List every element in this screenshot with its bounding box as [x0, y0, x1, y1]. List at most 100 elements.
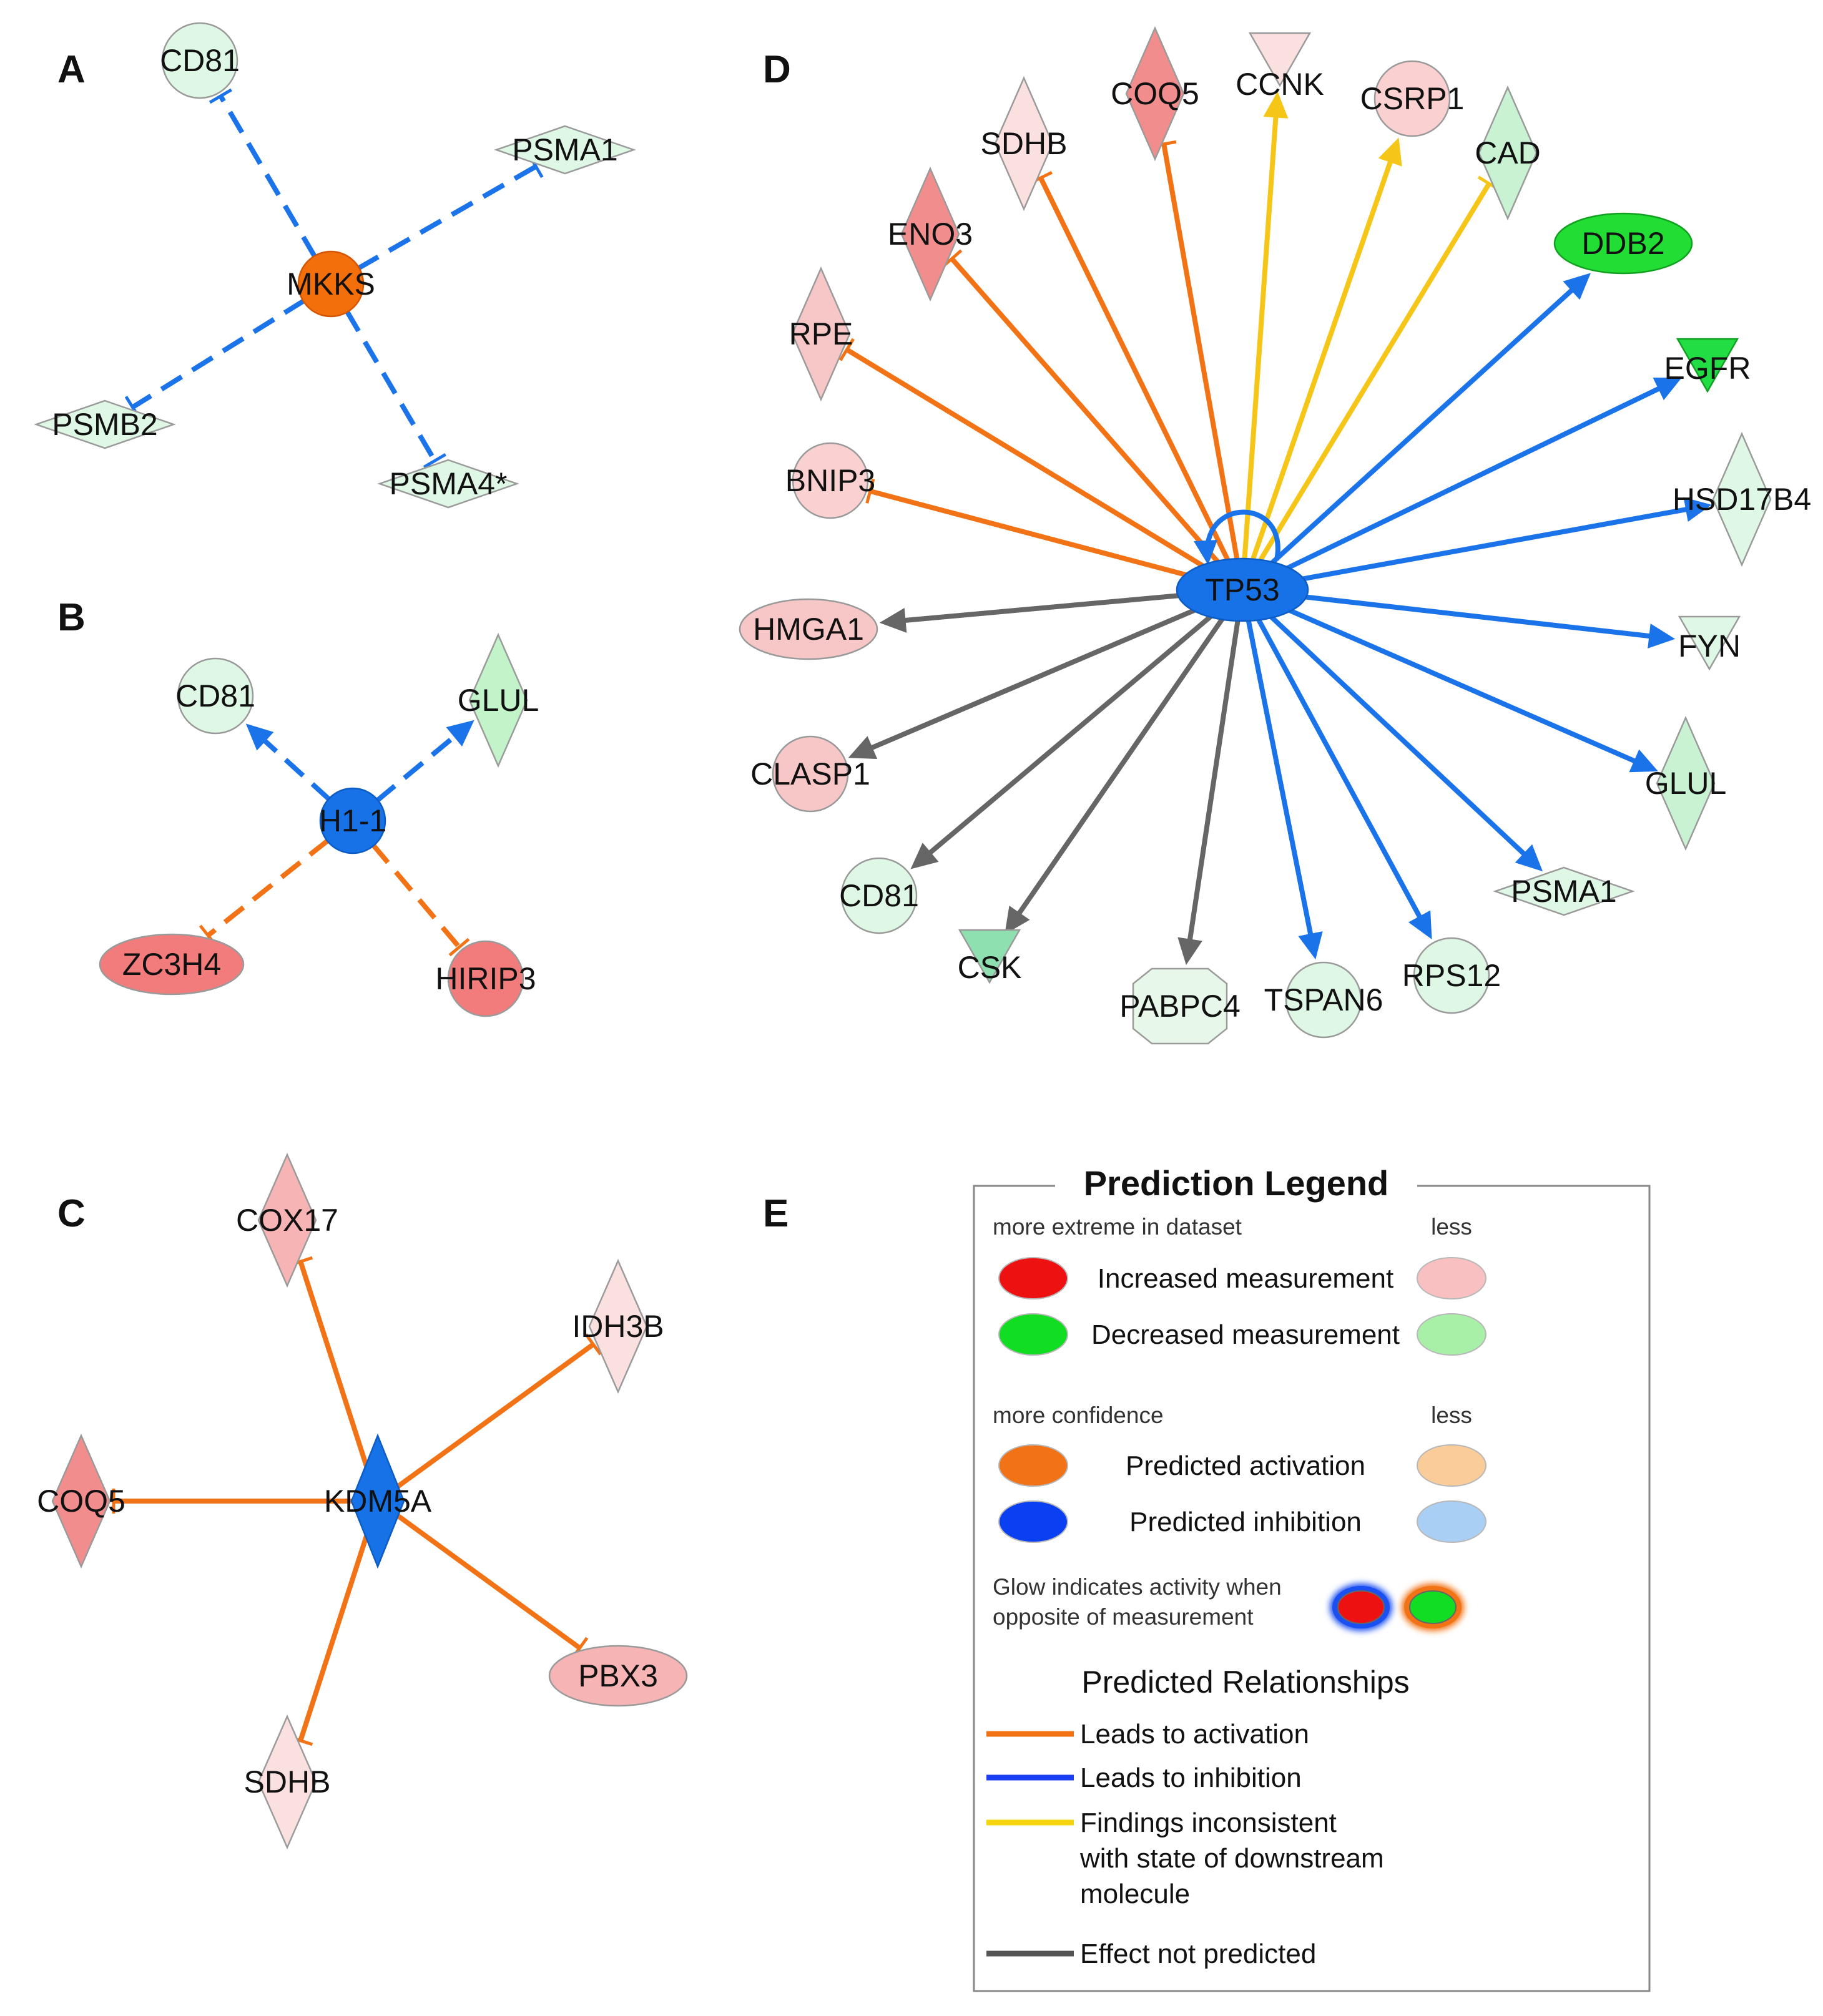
legend-activation-relationship-label: Leads to activation [1080, 1719, 1309, 1749]
legend-inconsistent-label-line2: with state of downstream [1079, 1843, 1384, 1874]
edge-line [1186, 619, 1241, 947]
node-shape-d-hsd17b4 [1712, 431, 1772, 567]
edge-line [395, 1513, 581, 1650]
node-d-hmga1: HMGA1 [739, 598, 878, 660]
node-c-kdm5a: KDM5A [324, 1433, 432, 1569]
self-loop-line [1204, 509, 1280, 560]
edge-arrowhead [245, 723, 274, 751]
edge-line [344, 309, 437, 462]
node-label-b-cd81: CD81 [175, 678, 255, 713]
node-shape-d-ddb2 [1553, 212, 1693, 275]
node-a-psma4: PSMA4* [377, 459, 519, 509]
node-shape-d-coq5 [1125, 26, 1185, 162]
node-label-d-coq5: COQ5 [1111, 76, 1199, 111]
edge-d-tp53-to-cad [1257, 175, 1501, 563]
self-loop-arrowhead [1194, 540, 1217, 565]
edge-inhibition-bar [584, 1333, 602, 1356]
edge-line [131, 298, 307, 409]
node-d-pabpc4: PABPC4 [1119, 967, 1241, 1045]
node-d-csk: CSK [958, 929, 1021, 985]
edge-d-tp53-to-hmga1 [879, 592, 1182, 633]
node-shape-a-psma4 [377, 459, 519, 509]
edge-d-tp53-to-ccnk [1242, 91, 1289, 560]
legend-activation-label: Predicted activation [1126, 1451, 1365, 1481]
edge-line [1285, 383, 1666, 571]
node-label-d-bnip3: BNIP3 [785, 463, 876, 498]
node-a-psma1: PSMA1 [494, 125, 636, 175]
node-label-d-rpe: RPE [789, 316, 853, 351]
node-d-rps12: RPS12 [1402, 937, 1501, 1014]
edge-line [1257, 182, 1491, 563]
node-d-fyn: FYN [1678, 615, 1741, 671]
node-label-b-h1-1: H1-1 [319, 803, 386, 838]
edge-line [1302, 594, 1657, 640]
node-label-c-pbx3: PBX3 [578, 1658, 658, 1693]
edge-arrowhead [879, 607, 907, 633]
edge-inhibition-bar [423, 453, 446, 469]
edge-line [1269, 614, 1531, 861]
legend-inhibition-relationship-label: Leads to inhibition [1080, 1763, 1302, 1793]
edge-arrowhead [1263, 91, 1289, 119]
node-c-pbx3: PBX3 [548, 1645, 688, 1707]
node-shape-c-sdhb [257, 1714, 317, 1850]
edge-d-tp53-to-hsd17b4 [1300, 497, 1712, 582]
node-label-c-kdm5a: KDM5A [324, 1484, 432, 1519]
legend-decreased-weak-swatch [1417, 1313, 1486, 1356]
prediction-legend: Prediction Legend more extreme in datase… [973, 1162, 1651, 1992]
node-shape-c-kdm5a [350, 1433, 405, 1569]
edge-line [218, 94, 318, 259]
edge-line [864, 607, 1197, 753]
edge-arrowhead [1515, 844, 1543, 872]
node-label-c-cox17: COX17 [236, 1203, 338, 1238]
node-d-clasp1: CLASP1 [750, 735, 870, 813]
node-label-d-hsd17b4: HSD17B4 [1673, 482, 1811, 517]
node-shape-b-cd81 [177, 657, 254, 735]
edge-d-tp53-to-csrp1 [1250, 137, 1402, 562]
node-label-c-coq5: COQ5 [37, 1484, 125, 1519]
node-shape-d-pabpc4 [1132, 967, 1228, 1045]
edge-line [869, 489, 1189, 578]
node-shape-a-cd81 [161, 22, 238, 99]
panel-label-d: D [763, 48, 791, 91]
node-shape-b-glul [468, 632, 528, 768]
edge-line [1250, 154, 1395, 562]
node-d-psma1: PSMA1 [1493, 866, 1635, 916]
node-label-d-cad: CAD [1475, 135, 1541, 170]
node-label-d-ddb2: DDB2 [1581, 226, 1664, 261]
node-label-a-psma4: PSMA4* [390, 466, 508, 501]
edge-arrowhead [446, 720, 474, 746]
node-shape-d-egfr [1676, 338, 1739, 393]
edge-a-mkks-to-psmb2 [124, 298, 307, 419]
node-d-hsd17b4: HSD17B4 [1673, 431, 1811, 567]
node-shape-d-fyn [1678, 615, 1741, 671]
edge-arrowhead [1683, 497, 1712, 522]
edge-line [1161, 144, 1240, 561]
node-label-b-hirip3: HIRIP3 [435, 961, 536, 996]
node-d-ccnk: CCNK [1236, 32, 1324, 102]
legend-measurement-header-left: more extreme in dataset [993, 1214, 1242, 1240]
node-shape-d-csk [958, 929, 1021, 984]
node-d-egfr: EGFR [1664, 338, 1751, 393]
node-shape-d-cd81 [840, 857, 918, 934]
edge-line [395, 1342, 595, 1489]
node-d-sdhb: SDHB [981, 76, 1067, 212]
edge-d-tp53-to-egfr [1285, 377, 1683, 571]
edge-line [923, 614, 1214, 859]
node-shape-d-tp53 [1176, 557, 1309, 622]
node-shape-b-h1-1 [319, 787, 386, 854]
edge-d-tp53-to-bnip3 [865, 478, 1189, 578]
edge-arrowhead [848, 736, 878, 760]
edge-c-kdm5a-to-coq5 [112, 1489, 353, 1514]
edge-inhibition-bar [838, 338, 855, 361]
node-shape-c-coq5 [51, 1433, 111, 1569]
edge-d-tp53-to-fyn [1302, 594, 1676, 648]
node-b-h1-1: H1-1 [319, 787, 386, 854]
node-label-b-zc3h4: ZC3H4 [122, 947, 221, 982]
node-label-d-tp53: TP53 [1205, 572, 1280, 607]
edge-d-tp53-self-loop [1194, 509, 1280, 565]
edge-c-kdm5a-to-cox17 [288, 1256, 370, 1467]
node-label-d-pabpc4: PABPC4 [1119, 989, 1241, 1024]
legend-increased-strong-swatch [998, 1257, 1068, 1299]
edge-line [1013, 616, 1226, 921]
edge-line [1269, 283, 1579, 565]
